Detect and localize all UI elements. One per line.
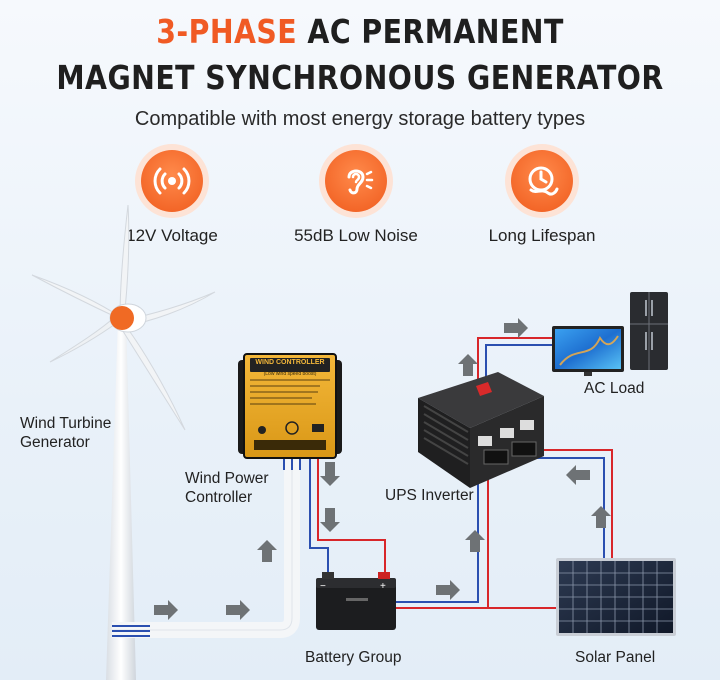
arrow-down <box>320 508 340 532</box>
controller-panel-title: WIND CONTROLLER <box>255 359 325 366</box>
arrow-up <box>458 354 478 376</box>
battery-minus-sign: − <box>320 581 326 592</box>
ac-load-label: AC Load <box>584 380 645 397</box>
wind-controller <box>238 353 342 459</box>
battery-label: Battery Group <box>305 649 402 666</box>
lifespan-icon <box>511 150 573 212</box>
solar-label: Solar Panel <box>575 649 656 666</box>
turbine-pole <box>106 318 136 680</box>
feature-noise: 55dB Low Noise <box>266 150 446 246</box>
feature-voltage-label: 12V Voltage <box>126 226 218 245</box>
subtitle: Compatible with most energy storage batt… <box>134 108 586 130</box>
controller-panel-subtitle: (Low wind speed boost) <box>263 371 317 377</box>
turbine-blade <box>31 274 124 319</box>
turbine-blade <box>49 315 119 363</box>
arrow-right <box>504 318 528 338</box>
sound-waves-icon <box>141 150 203 212</box>
headline-line-2: MAGNET SYNCHRONOUS GENERATOR <box>56 58 664 97</box>
controller-label: Wind Power Controller <box>185 470 269 506</box>
feature-lifespan: Long Lifespan <box>452 150 632 246</box>
battery-group <box>316 572 396 630</box>
ear-icon <box>325 150 387 212</box>
turbine-label: Wind Turbine Generator <box>20 415 112 451</box>
solar-panel <box>556 558 676 636</box>
arrow-left <box>566 465 590 485</box>
arrow-up <box>591 506 611 528</box>
arrow-right <box>436 580 460 600</box>
arrow-up <box>257 540 277 562</box>
feature-voltage: 12V Voltage <box>82 150 262 246</box>
feature-noise-label: 55dB Low Noise <box>294 226 418 245</box>
inverter-label: UPS Inverter <box>385 487 474 504</box>
headline-rest: AC PERMANENT <box>297 12 564 51</box>
turbine-blade <box>119 204 130 319</box>
headline-accent: 3-PHASE <box>156 12 298 51</box>
arrow-right <box>154 600 178 620</box>
turbine-hub <box>110 306 134 330</box>
battery-plus-sign: + <box>380 581 386 592</box>
battery-terminal-positive <box>378 572 390 579</box>
battery-terminal-negative <box>322 572 334 579</box>
ups-inverter <box>418 372 544 488</box>
arrow-right <box>226 600 250 620</box>
headline-line-1: 3-PHASE AC PERMANENT <box>50 12 669 51</box>
flow-arrows <box>154 318 611 620</box>
arrow-up <box>465 530 485 552</box>
wind-turbine <box>31 204 216 680</box>
arrow-down <box>320 462 340 486</box>
ac-load <box>552 292 668 376</box>
turbine-blade <box>120 324 186 431</box>
feature-lifespan-label: Long Lifespan <box>488 226 596 245</box>
